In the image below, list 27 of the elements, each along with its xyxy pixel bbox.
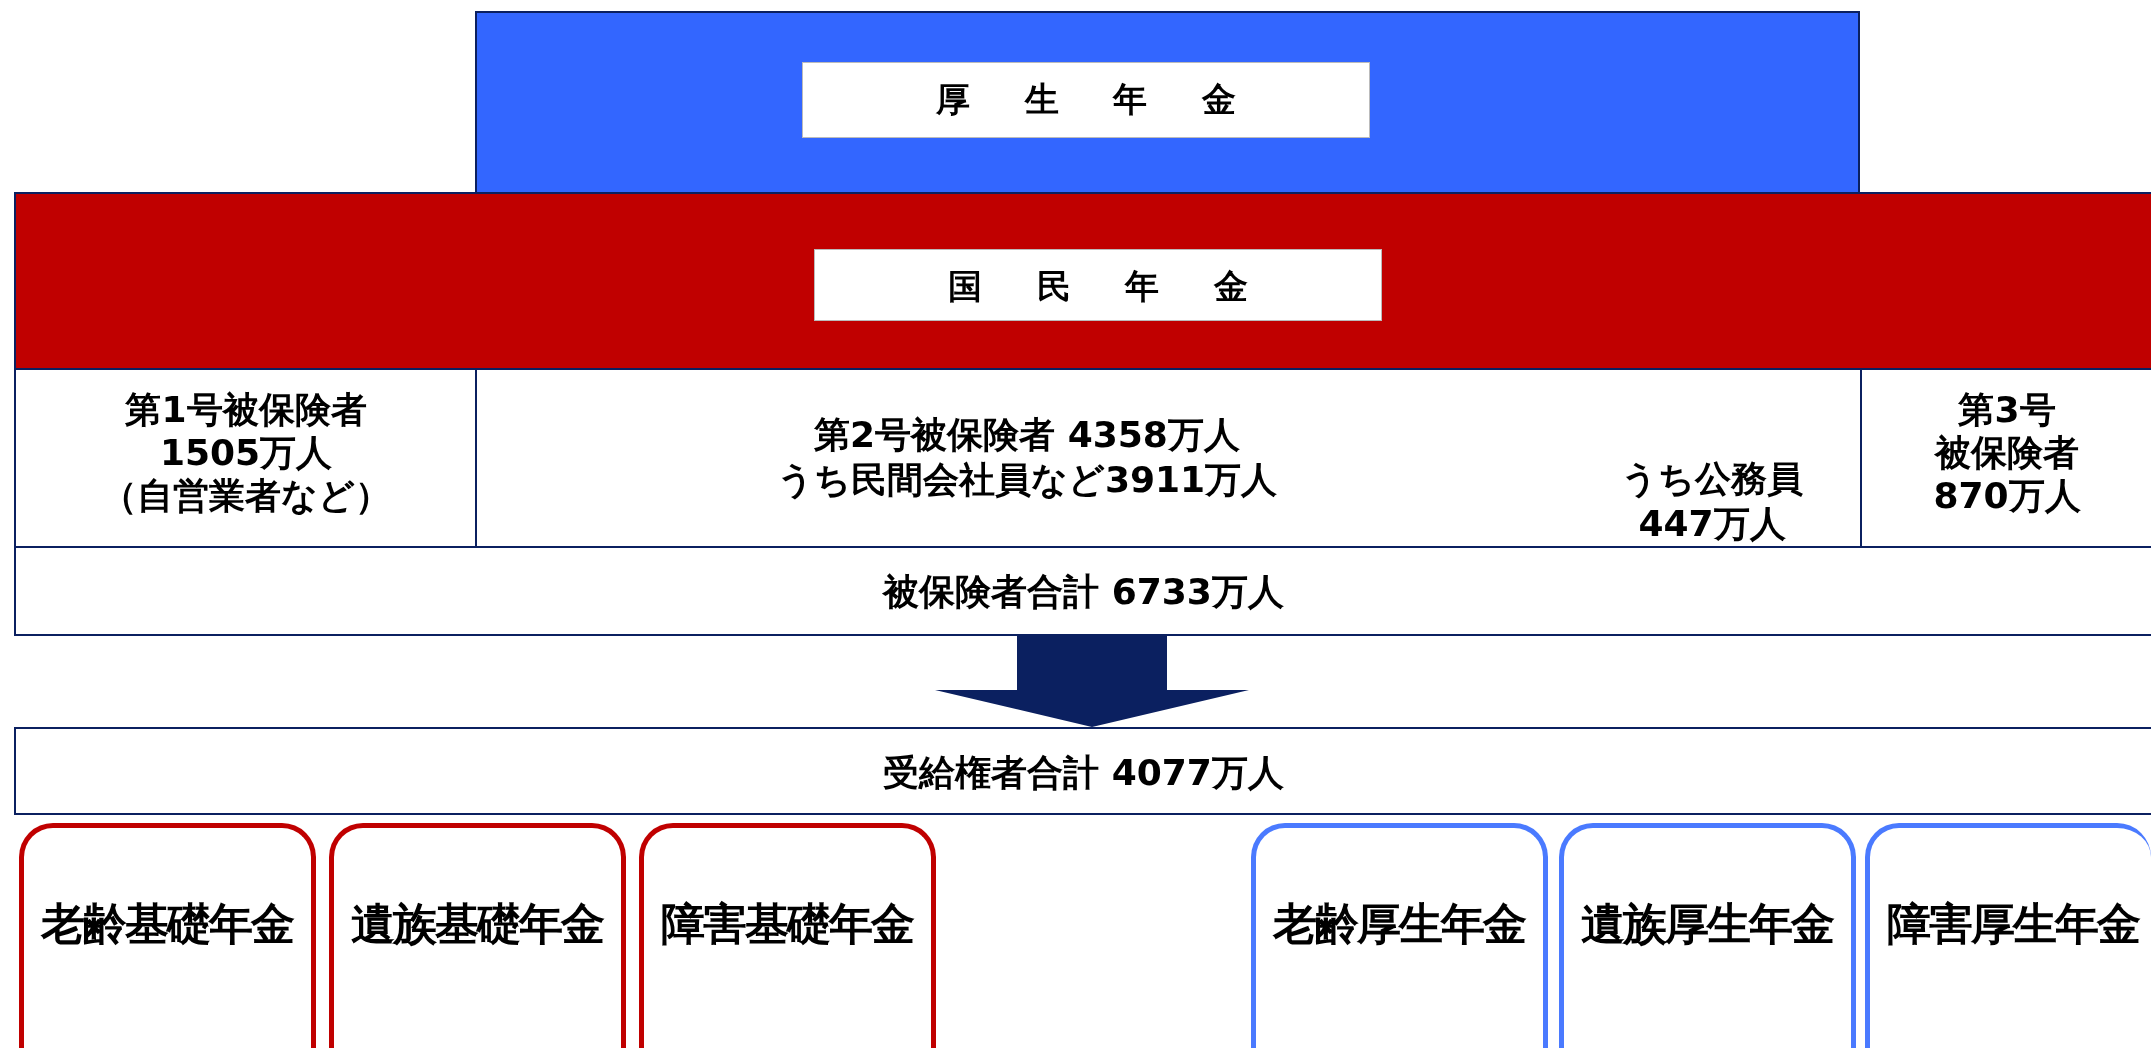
band-title: 厚生年金: [935, 78, 1291, 121]
cell-text: 第2号被保険者 4358万人うち民間会社員など3911万人: [775, 413, 1279, 502]
total-box: [14, 546, 2151, 636]
pension-name: 老齢基礎年金: [39, 898, 294, 951]
pension-box: [19, 823, 316, 1048]
cell-text: 第3号被保険者870万人: [1932, 388, 2082, 518]
cell-text: 被保険者合計 6733万人: [881, 570, 1285, 614]
pension-name: 老齢厚生年金: [1271, 898, 1526, 951]
band: [14, 192, 2151, 370]
pension-name: 遺族基礎年金: [349, 898, 604, 951]
cell-text: 受給権者合計 4077万人: [882, 751, 1285, 795]
band: [475, 11, 1860, 194]
pension-box: [329, 823, 626, 1048]
cell-text: 第1号被保険者1505万人（自営業者など）: [100, 388, 392, 518]
pension-box: [639, 823, 936, 1048]
pension-box: [1559, 823, 1856, 1048]
pension-box: [1865, 823, 2151, 1048]
label-box: [814, 249, 1382, 321]
pension-name: 障害基礎年金: [659, 898, 914, 951]
pension-box: [1251, 823, 1548, 1048]
band-title: 国民年金: [947, 265, 1303, 308]
total-box: [14, 727, 2151, 815]
label-box: [802, 62, 1370, 138]
block-arrow: [935, 636, 1249, 727]
pension-name: 遺族厚生年金: [1579, 898, 1834, 951]
cell-text: うち公務員447万人: [1620, 457, 1804, 546]
pension-name: 障害厚生年金: [1885, 898, 2140, 951]
